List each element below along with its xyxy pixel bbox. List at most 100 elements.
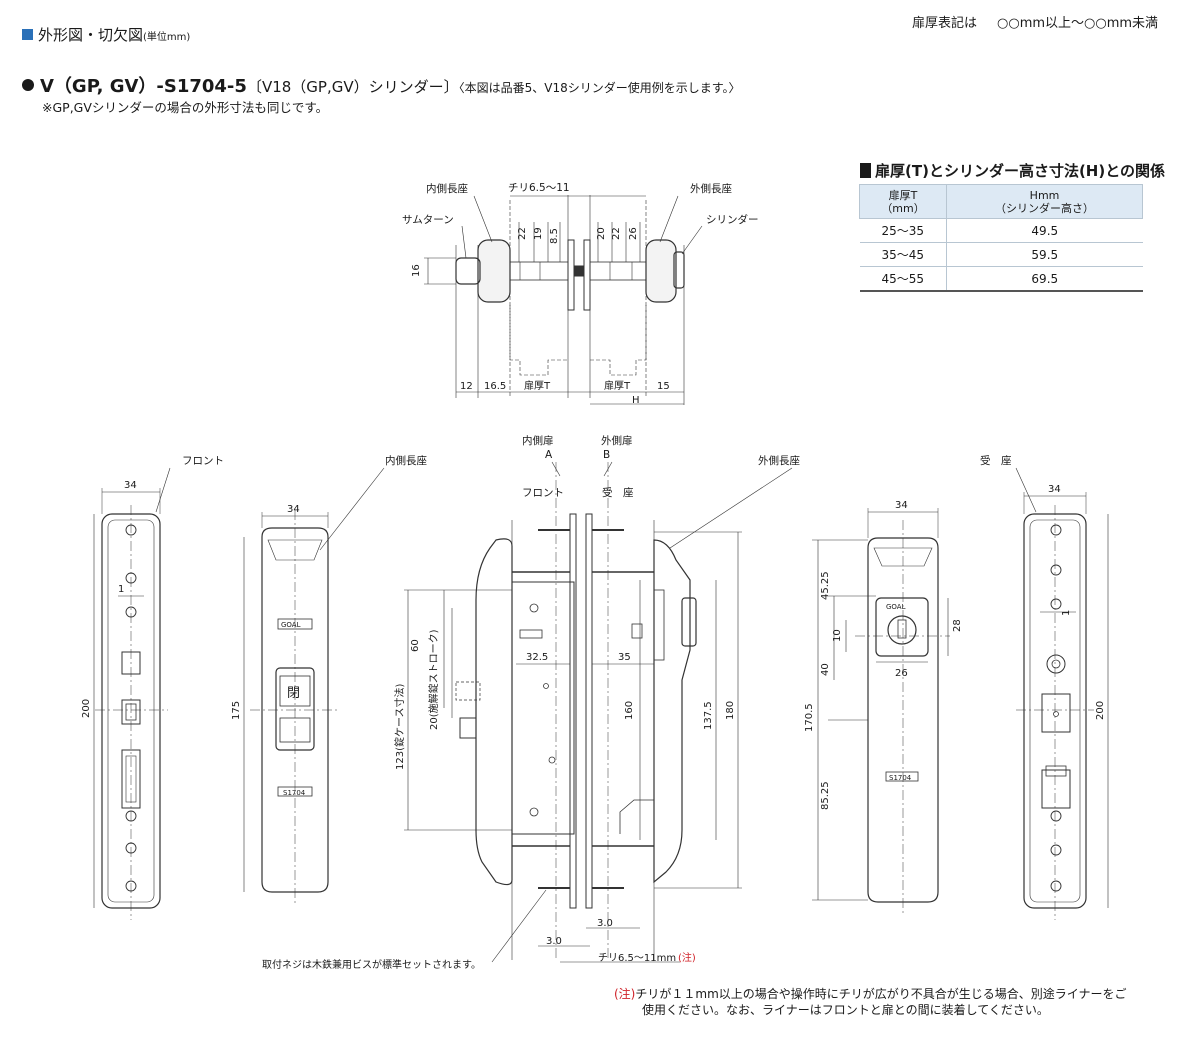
table-header-row: 扉厚T（mm） Hmm（シリンダー高さ） xyxy=(858,184,1143,219)
footer-note-line2: 使用ください。なお、ライナーはフロントと扉との間に装着してください。 xyxy=(642,1003,1049,1017)
blue-square-icon xyxy=(22,29,33,40)
screw-hole-icon xyxy=(1050,810,1062,822)
dim-16-5: 16.5 xyxy=(484,381,506,392)
dim-180: 180 xyxy=(725,701,736,720)
goal-badge-outer: GOAL xyxy=(886,603,906,611)
label-chiri: チリ6.5～11 xyxy=(508,182,570,194)
black-square-icon xyxy=(860,163,871,178)
inner-escutcheon-view xyxy=(243,467,385,905)
product-title: V（GP, GV）-S1704-5〔V18（GP,GV）シリンダー〕〈本図は品番… xyxy=(22,72,741,98)
screw-hole-icon xyxy=(1050,598,1062,610)
thumbturn-label: 閉 xyxy=(287,686,300,701)
table-heading: 扉厚(T)とシリンダー高さ寸法(H)との関係 xyxy=(860,160,1165,181)
label-cylinder: シリンダー xyxy=(706,213,759,226)
dim-1-strike: 1 xyxy=(1061,610,1072,616)
footer-note-line1: チリが１１mm以上の場合や操作時にチリが広がり不具合が生じる場合、別途ライナーを… xyxy=(635,987,1127,1001)
label-door-a: A xyxy=(545,449,553,461)
dim-34-front: 34 xyxy=(124,480,137,491)
screw-hole-icon xyxy=(1050,564,1062,576)
label-inner-escutcheon: 内側長座 xyxy=(426,182,468,195)
dim-200-front: 200 xyxy=(81,699,92,718)
model-plate-outer: S1704 xyxy=(889,774,912,782)
strike-view xyxy=(1015,467,1109,920)
dim-chiri-bottom: チリ6.5～11mm xyxy=(598,952,676,964)
dim-26: 26 xyxy=(895,668,908,679)
dim-h: H xyxy=(632,395,640,406)
screw-note: 取付ネジは木鉄兼用ビスが標準セットされます。 xyxy=(262,958,481,971)
dim-60: 60 xyxy=(410,639,421,652)
dim-26-right: 26 xyxy=(628,227,639,240)
dim-32-5: 32.5 xyxy=(526,652,548,663)
dim-door-t-right: 扉厚T xyxy=(604,379,631,392)
outer-escutcheon-view xyxy=(812,508,950,915)
dim-8-5-left: 8.5 xyxy=(549,228,560,244)
screw-hole-icon xyxy=(1050,880,1062,892)
footer-note-mark: (注) xyxy=(614,987,636,1001)
table-header-height: Hmm（シリンダー高さ） xyxy=(946,184,1143,219)
strike-view-screws xyxy=(1050,524,1062,892)
dim-40: 40 xyxy=(820,663,831,676)
dim-16: 16 xyxy=(411,264,422,277)
legend-value: ○○mm以上～○○mm未満 xyxy=(997,16,1159,31)
dim-19-left: 19 xyxy=(533,227,544,240)
label-inner-escutcheon-view: 内側長座 xyxy=(385,454,427,467)
label-inner-door: 内側扉 xyxy=(522,434,554,447)
front-view xyxy=(93,467,171,920)
dim-160: 160 xyxy=(624,701,635,720)
screw-hole-icon xyxy=(1050,844,1062,856)
dim-22-left: 22 xyxy=(517,227,528,240)
screw-hole-icon xyxy=(125,810,137,822)
dim-175-inner: 175 xyxy=(231,701,242,720)
dim-3-0-right: 3.0 xyxy=(597,918,613,929)
screw-hole-icon xyxy=(125,606,137,618)
dim-34-inner: 34 xyxy=(287,504,300,515)
section-view xyxy=(404,461,793,963)
dim-stroke: 20(施解錠ストローク) xyxy=(427,629,440,730)
screw-hole-icon xyxy=(125,524,137,536)
thickness-legend: 扉厚表記は○○mm以上～○○mm未満 xyxy=(912,12,1158,31)
front-view-screws xyxy=(125,524,137,892)
dim-137-5: 137.5 xyxy=(703,701,714,730)
cylinder-icon xyxy=(887,615,917,645)
top-view xyxy=(424,195,703,405)
bullet-icon xyxy=(22,79,34,91)
label-outer-escutcheon-view: 外側長座 xyxy=(758,454,800,467)
footer-note: (注)チリが１１mm以上の場合や操作時にチリが広がり不具合が生じる場合、別途ライ… xyxy=(614,986,1127,1018)
screw-hole-icon xyxy=(125,880,137,892)
dim-28: 28 xyxy=(952,619,963,632)
screw-hole-icon xyxy=(125,842,137,854)
screw-hole-icon xyxy=(125,572,137,584)
dim-10: 10 xyxy=(832,629,843,642)
goal-badge-inner: GOAL xyxy=(281,621,301,629)
top-view-labels: 内側長座 サムターン チリ6.5～11 外側長座 シリンダー 22 19 8.5… xyxy=(402,182,759,406)
model-plate-inner: S1704 xyxy=(283,789,306,797)
section-title: 外形図・切欠図(単位mm) xyxy=(22,24,190,45)
dim-34-outer: 34 xyxy=(895,500,908,511)
label-front: フロント xyxy=(182,455,224,467)
label-thumbturn: サムターン xyxy=(402,214,454,226)
section-title-text: 外形図・切欠図 xyxy=(38,26,144,44)
dim-1-front: 1 xyxy=(118,584,124,595)
dim-22-right: 22 xyxy=(611,227,622,240)
dim-170-5: 170.5 xyxy=(804,703,815,732)
label-strike: 受 座 xyxy=(980,454,1012,467)
dim-3-0-bottom: 3.0 xyxy=(546,936,562,947)
table-heading-text: 扉厚(T)とシリンダー高さ寸法(H)との関係 xyxy=(875,162,1166,180)
dim-34-strike: 34 xyxy=(1048,484,1061,495)
product-model: V（GP, GV）-S1704-5 xyxy=(40,76,247,97)
chiri-note-mark: (注) xyxy=(678,951,696,964)
product-cylinder: 〔V18（GP,GV）シリンダー〕 xyxy=(246,78,459,96)
label-outer-escutcheon: 外側長座 xyxy=(690,182,732,195)
dim-case-height: 123(錠ケース寸法) xyxy=(393,684,406,770)
label-strike-section: 受 座 xyxy=(602,486,634,499)
dim-35: 35 xyxy=(618,652,631,663)
product-subnote: ※GP,GVシリンダーの場合の外形寸法も同じです。 xyxy=(42,100,329,115)
dim-12: 12 xyxy=(460,381,473,392)
screw-hole-icon xyxy=(1046,654,1066,674)
product-title-note: 〈本図は品番5、V18シリンダー使用例を示します。〉 xyxy=(458,81,741,95)
